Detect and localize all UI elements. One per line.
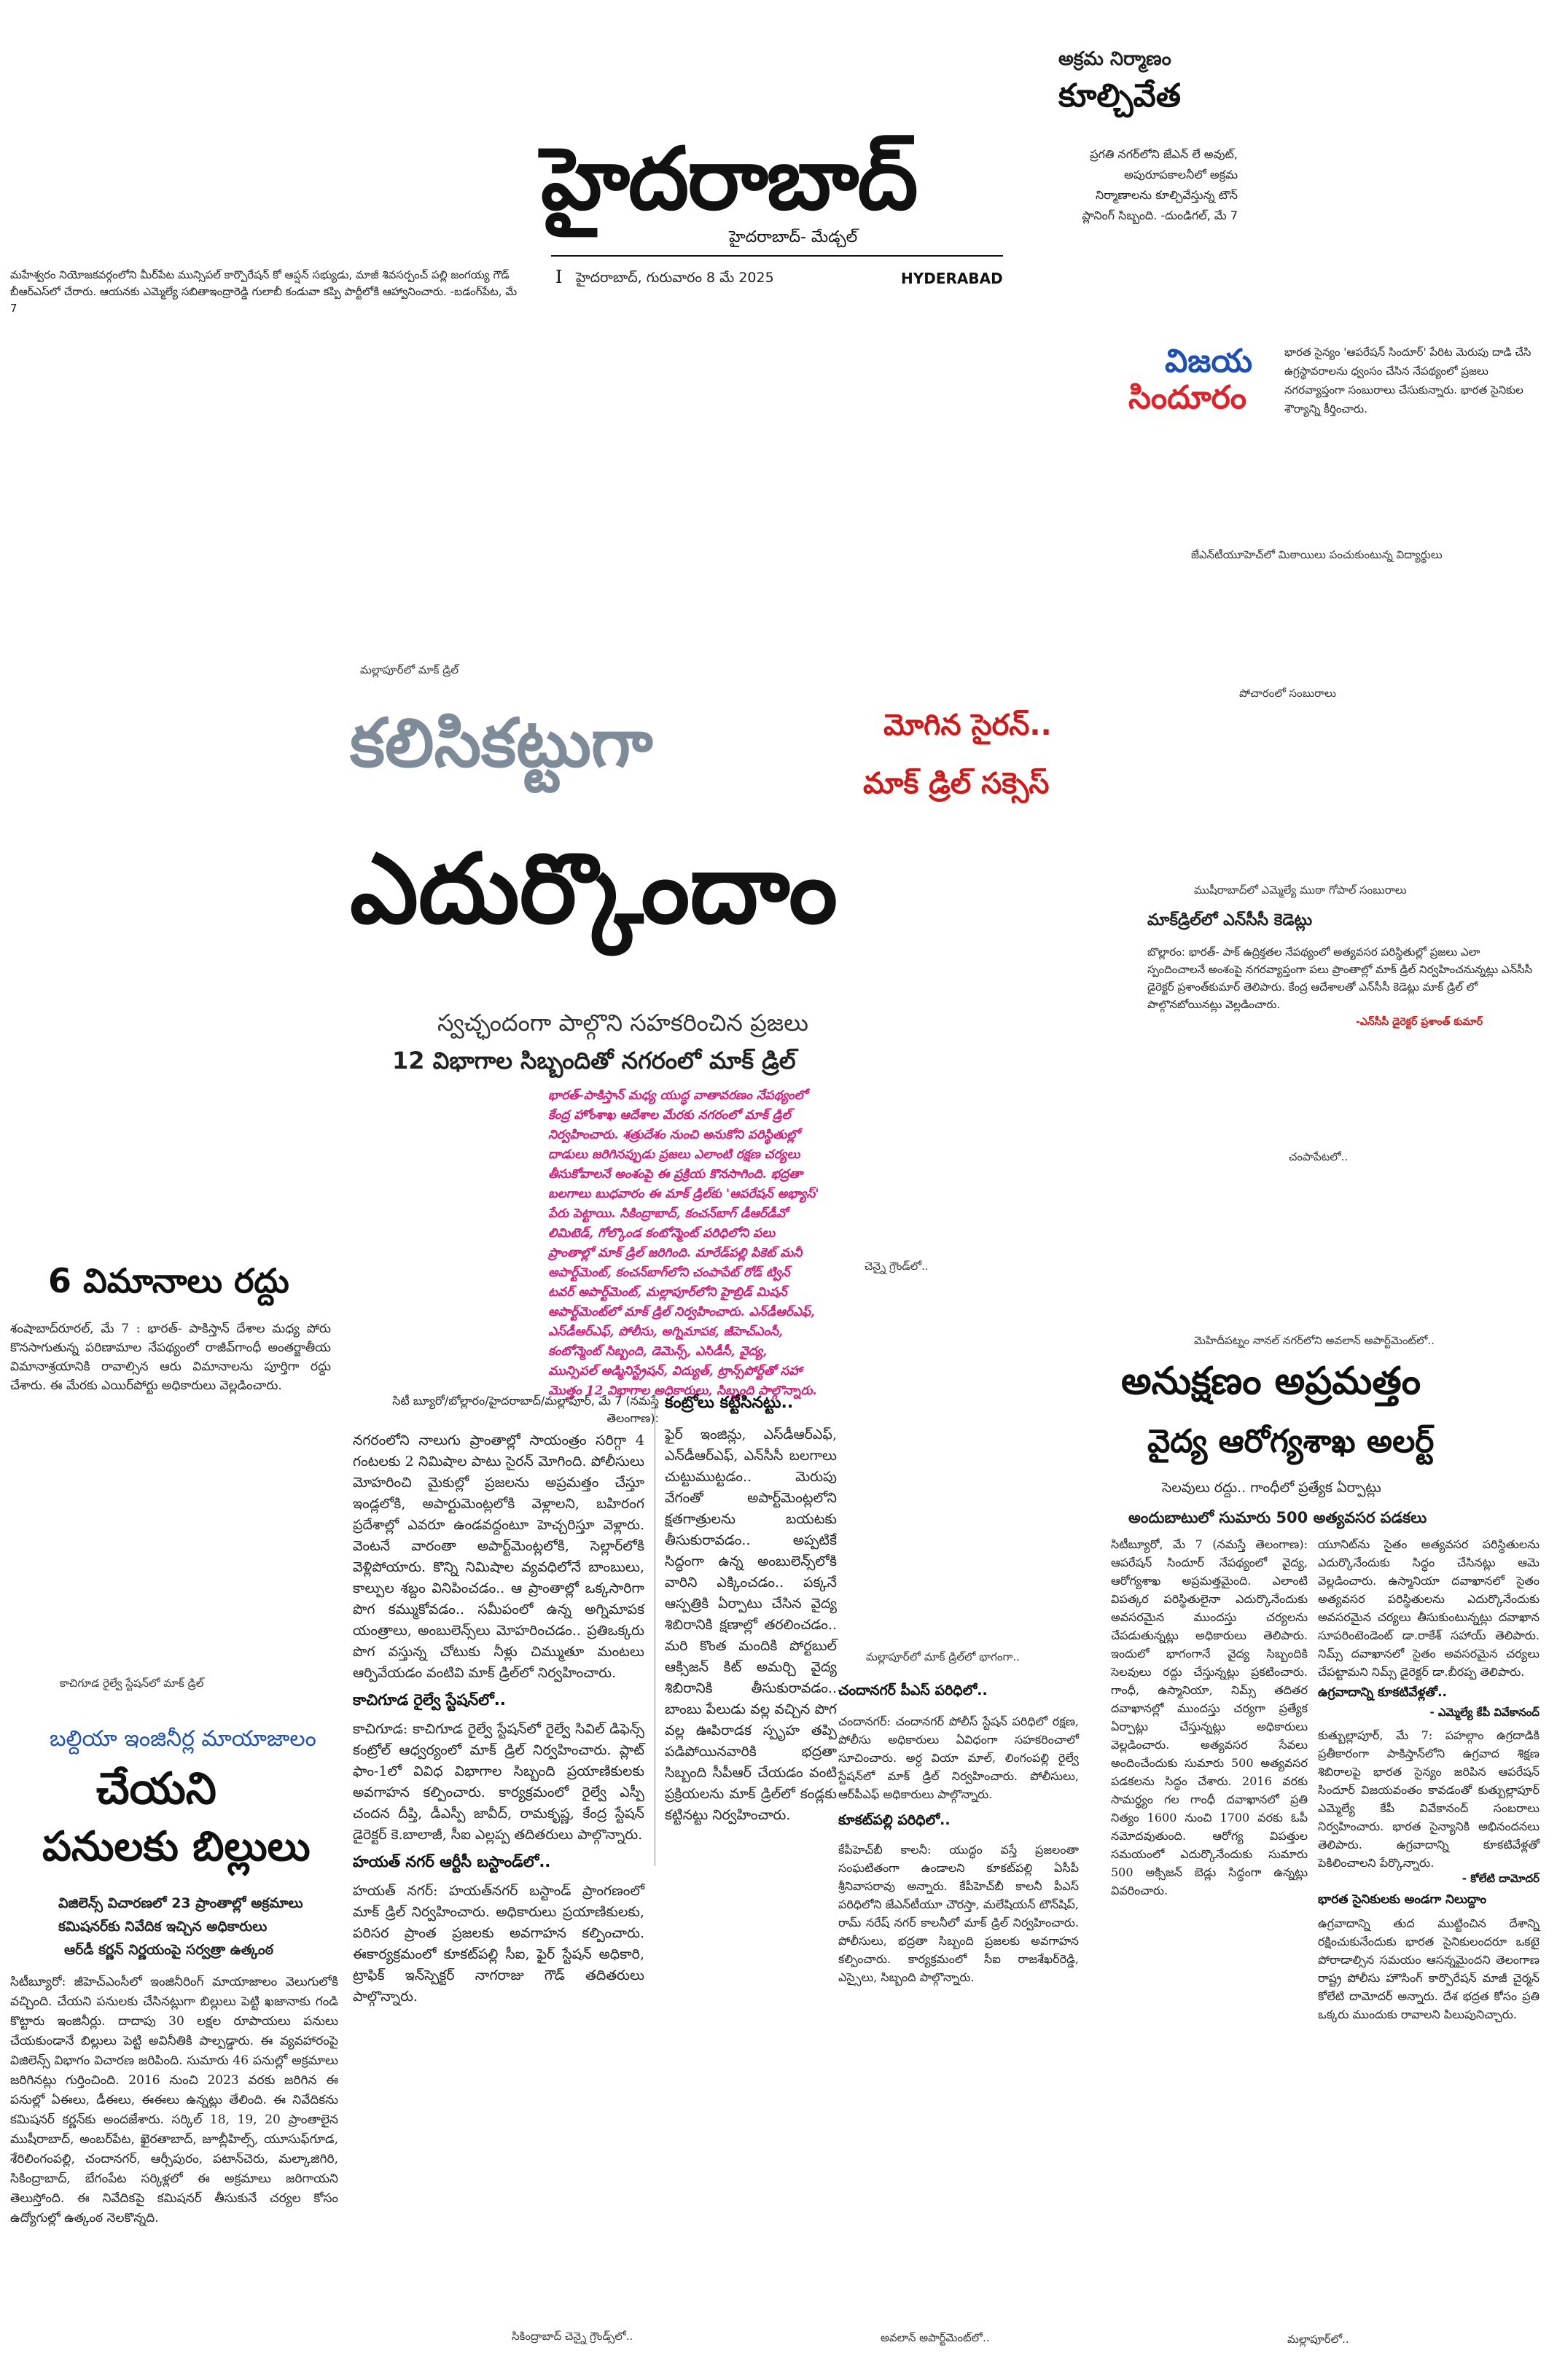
chandanagar-col: చందానగర్ పీఎస్ పరిధిలో.. చందానగర్: చందాన… xyxy=(838,1682,1079,1986)
alert-sub-right: ఉగ్రవాదాన్ని కూకటివేళ్లతో.. xyxy=(1318,1685,1448,1700)
top-left-brief: మహేశ్వరం నియోజకవర్గంలోని మీర్‌పేట మున్సి… xyxy=(10,268,518,315)
alert-col-2-text: యూనిట్‌ను సైతం అత్యవసర పరిస్థితులను ఎదుర… xyxy=(1318,1537,1540,1679)
ncc-kicker: ముషీరాబాద్‌లో ఎమ్మెల్యే ముఠా గోపాల్ సంబు… xyxy=(1194,883,1407,897)
bills-sub-2: కమిషనర్‌కు నివేదిక ఇచ్చిన అధికారులు xyxy=(58,1919,268,1935)
demolition-body: ప్రగతి నగర్‌లోని జేఎన్ లే అవుట్, అపురూపక… xyxy=(1082,147,1238,222)
alert-col-1: సిటీబ్యూరో, మే 7 (నమస్తే తెలంగాణ): ఆపరేష… xyxy=(1111,1537,1308,1897)
alert-col-2b: కుత్బుల్లాపూర్, మే 7: పహల్గాం ఉగ్రదాడికి… xyxy=(1318,1728,1540,1870)
bills-sub-3: ఆర్‌డీ కర్ణన్ నిర్ణయంపై సర్వత్రా ఉత్కంఠ xyxy=(64,1942,274,1958)
vijaya-line2: సిందూరం xyxy=(1128,379,1247,416)
kukatpally-paragraph: కేపీహెచ్‌బీ కాలనీ: యుద్ధం వస్తే ప్రజలంతా… xyxy=(838,1843,1079,1984)
ncc-body: బొల్లారం: భారత్- పాక్ ఉద్రిక్తతల నేపథ్యం… xyxy=(1147,945,1533,1011)
lead-deck-1: స్వచ్ఛందంగా పాల్గొని సహకరించిన ప్రజలు xyxy=(437,1009,808,1037)
edition-label: HYDERABAD xyxy=(901,270,1003,287)
chennai-ground-caption: చెన్నై గ్రౌండ్‌లో.. xyxy=(865,1260,929,1273)
lead-sub-control: కంట్రోలు కట్టేసినట్టు.. xyxy=(665,1394,794,1412)
bills-deck: బల్దియా ఇంజినీర్ల మాయాజాలం xyxy=(50,1726,316,1752)
alert-byline-right: - ఎమ్మెల్యే కేపీ వివేకానంద్ xyxy=(1429,1706,1540,1719)
issue-number: I xyxy=(555,267,563,287)
chandanagar-kicker: మల్లాపూర్‌లో మాక్ డ్రిల్‌లో భాగంగా.. xyxy=(866,1650,1020,1663)
vijaya-photo-caption: జేఎన్‌టీయూహెచ్‌లో మిఠాయిలు పంచుకుంటున్న … xyxy=(1191,548,1443,561)
alert-title-1: అనుక్షణం అప్రమత్తం xyxy=(1121,1359,1421,1403)
alert-sub-right-2: భారత సైనికులకు అండగా నిలుద్దాం xyxy=(1318,1892,1487,1907)
alert-kicker: మెహిదీపట్నం నానల్ నగర్‌లోని అవలాన్ అపార్… xyxy=(1194,1334,1435,1347)
mockdrill-success-headline: మాక్ డ్రిల్ సక్సెస్ xyxy=(863,767,1050,800)
dateline: హైదరాబాద్, గురువారం 8 మే 2025 xyxy=(576,270,774,286)
chandanagar-paragraph: చందానగర్: చందానగర్ పోలీస్ స్టేషన్ పరిధిల… xyxy=(838,1714,1079,1801)
lead-paragraph-1: నగరంలోని నాలుగు ప్రాంతాల్లో సాయంత్రం సరి… xyxy=(353,1432,644,1681)
lead-pink-summary: భారత్-పాకిస్తాన్ మధ్య యుద్ధ వాతావరణం నేప… xyxy=(548,1088,819,1398)
alert-title-2: వైద్య ఆరోగ్యశాఖ అలర్ట్ xyxy=(1147,1423,1435,1460)
lead-paragraph-3: హయత్ నగర్: హయత్‌నగర్ బస్టాండ్ ప్రాంగణంలో… xyxy=(353,1883,644,2005)
flights-title: 6 విమానాలు రద్దు xyxy=(48,1261,289,1300)
lead-col-1: నగరంలోని నాలుగు ప్రాంతాల్లో సాయంత్రం సరి… xyxy=(353,1430,644,2008)
champapet-caption: చంపాపేటలో.. xyxy=(1289,1150,1349,1163)
bills-sub-1: విజిలెన్స్ విచారణలో 23 ప్రాంతాల్లో అక్రమ… xyxy=(58,1895,303,1911)
ncc-byline: -ఎన్‌సీసీ డైరెక్టర్ ప్రశాంత్ కుమార్ xyxy=(1356,1016,1483,1028)
masthead-subtitle: హైదరాబాద్- మేడ్చల్ xyxy=(729,228,858,246)
lead-dateline: సిటీ బ్యూరో/బోల్లారం/హైదరాబాద్/మల్లాపూర్… xyxy=(392,1394,659,1425)
chandanagar-sub: చందానగర్ పీఎస్ పరిధిలో.. xyxy=(838,1682,988,1698)
bills-kicker: కాచిగూడ రైల్వే స్టేషన్‌లో మాక్ డ్రిల్ xyxy=(60,1677,204,1690)
alert-col-2: యూనిట్‌ను సైతం అత్యవసర పరిస్థితులను ఎదుర… xyxy=(1318,1535,1540,2024)
bottom-caption-secunderabad: సికింద్రాబాద్ చెన్నై గ్రౌండ్స్‌లో.. xyxy=(512,2330,633,2343)
bills-title-1: చేయని xyxy=(96,1763,216,1814)
lead-paragraph-4: ఫైర్ ఇంజిన్లు, ఎస్‌డీఆర్ఎఫ్, ఎన్‌డీఆర్ఎఫ… xyxy=(665,1427,837,1823)
alert-sub-1: సెలవులు రద్దు.. గాంధీలో ప్రత్యేక ఏర్పాట్… xyxy=(1162,1480,1381,1496)
flights-body: శంషాబాద్‌రూరల్, మే 7 : భారత్- పాకిస్తాన్… xyxy=(10,1322,331,1393)
lead-title-line1: కలిసికట్టుగా xyxy=(350,704,653,782)
lead-paragraph-2: కాచిగూడ: కాచిగూడ రైల్వే స్టేషన్‌లో రైల్వ… xyxy=(353,1721,644,1843)
lead-sub-kacheguda: కాచిగూడ రైల్వే స్టేషన్‌లో.. xyxy=(353,1691,506,1709)
lead-col-2: కంట్రోలు కట్టేసినట్టు.. ఫైర్ ఇంజిన్లు, ఎ… xyxy=(665,1394,837,1826)
alert-sub-2: అందుబాటులో సుమారు 500 అత్యవసర పడకలు xyxy=(1128,1509,1427,1526)
bills-title-2: పనులకు బిల్లులు xyxy=(42,1823,311,1870)
kukatpally-sub: కూకట్‌పల్లి పరిధిలో.. xyxy=(838,1812,951,1828)
pocharam-caption: పోచారంలో సంబురాలు xyxy=(1239,687,1336,700)
ncc-title: మాక్‌డ్రిల్‌లో ఎన్‌సీసీ కెడెట్లు xyxy=(1147,911,1313,929)
lead-sub-hayatnagar: హయత్ నగర్ ఆర్టీసీ బస్టాండ్‌లో.. xyxy=(353,1853,551,1870)
bills-body: సిటీబ్యూరో: జీహెచ్ఎంసీలో ఇంజినీరింగ్ మాయ… xyxy=(10,1975,338,2225)
masthead-title: హైదరాబాద్ xyxy=(541,128,918,229)
lead-kicker: మల్లాపూర్‌లో మాక్ డ్రిల్ xyxy=(360,663,458,676)
bottom-caption-avalon: అవలాన్ అపార్ట్‌మెంట్‌లో.. xyxy=(881,2331,990,2344)
alert-byline-right-2: - కోలేటి దామోదర్ xyxy=(1462,1872,1540,1885)
alert-col-2c: ఉగ్రవాదాన్ని తుద ముట్టించిన దేశాన్ని రక్… xyxy=(1318,1916,1540,2021)
demolition-kicker: అక్రమ నిర్మాణం xyxy=(1058,48,1171,70)
siren-headline: మోగిన సైరన్.. xyxy=(883,709,1052,742)
vijaya-line1: విజయ xyxy=(1165,343,1253,380)
vijaya-body: భారత సైన్యం 'ఆపరేషన్ సిందూర్' పేరిట మెరు… xyxy=(1284,346,1531,415)
lead-title-line2: ఎదుర్కొందాం xyxy=(350,833,838,945)
masthead-rule xyxy=(551,255,1003,257)
lead-deck-2: 12 విభాగాల సిబ్బందితో నగరంలో మాక్ డ్రిల్ xyxy=(392,1047,796,1074)
demolition-title: కూల్చివేత xyxy=(1058,77,1181,114)
bottom-caption-mallapur: మల్లాపూర్‌లో.. xyxy=(1287,2333,1349,2346)
